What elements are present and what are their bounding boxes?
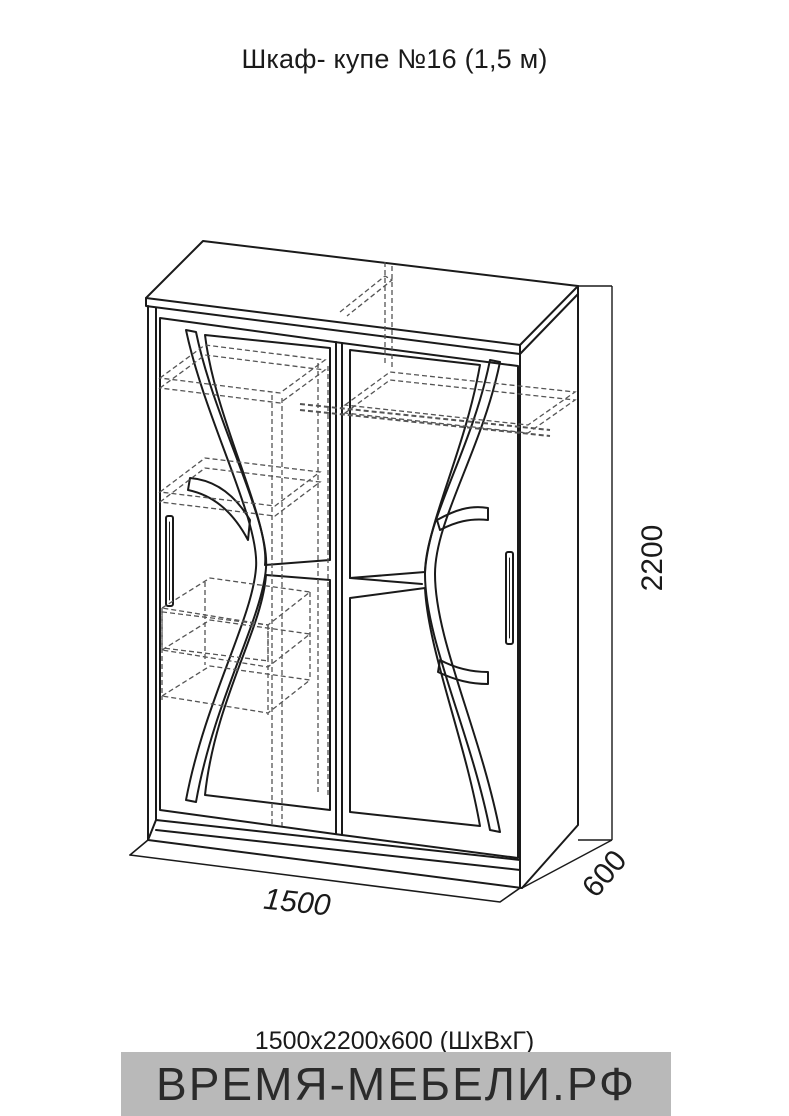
depth-label: 600	[576, 844, 633, 904]
left-door	[159, 317, 343, 836]
site-banner: ВРЕМЯ-МЕБЕЛИ.РФ	[121, 1052, 671, 1116]
left-door-decor	[185, 329, 268, 803]
dimensions-summary: 1500x2200x600 (ШхВхГ)	[254, 1027, 535, 1055]
right-door-handle	[505, 551, 514, 645]
left-door-handle	[165, 515, 174, 607]
top-panel	[145, 240, 579, 346]
right-door-decor	[424, 359, 501, 833]
height-label: 2200	[636, 525, 669, 592]
interior-hidden-lines	[158, 262, 577, 826]
plinth	[147, 819, 521, 889]
top-panel-front-edge	[145, 297, 521, 355]
right-door	[341, 342, 519, 859]
width-label: 1500	[262, 883, 332, 923]
page-title: Шкаф- купе №16 (1,5 м)	[241, 44, 548, 74]
depth-dimension-line	[521, 839, 613, 889]
banner-text: ВРЕМЯ-МЕБЕЛИ.РФ	[156, 1058, 636, 1110]
floor-outline	[129, 854, 521, 903]
right-side-panel	[521, 293, 579, 889]
